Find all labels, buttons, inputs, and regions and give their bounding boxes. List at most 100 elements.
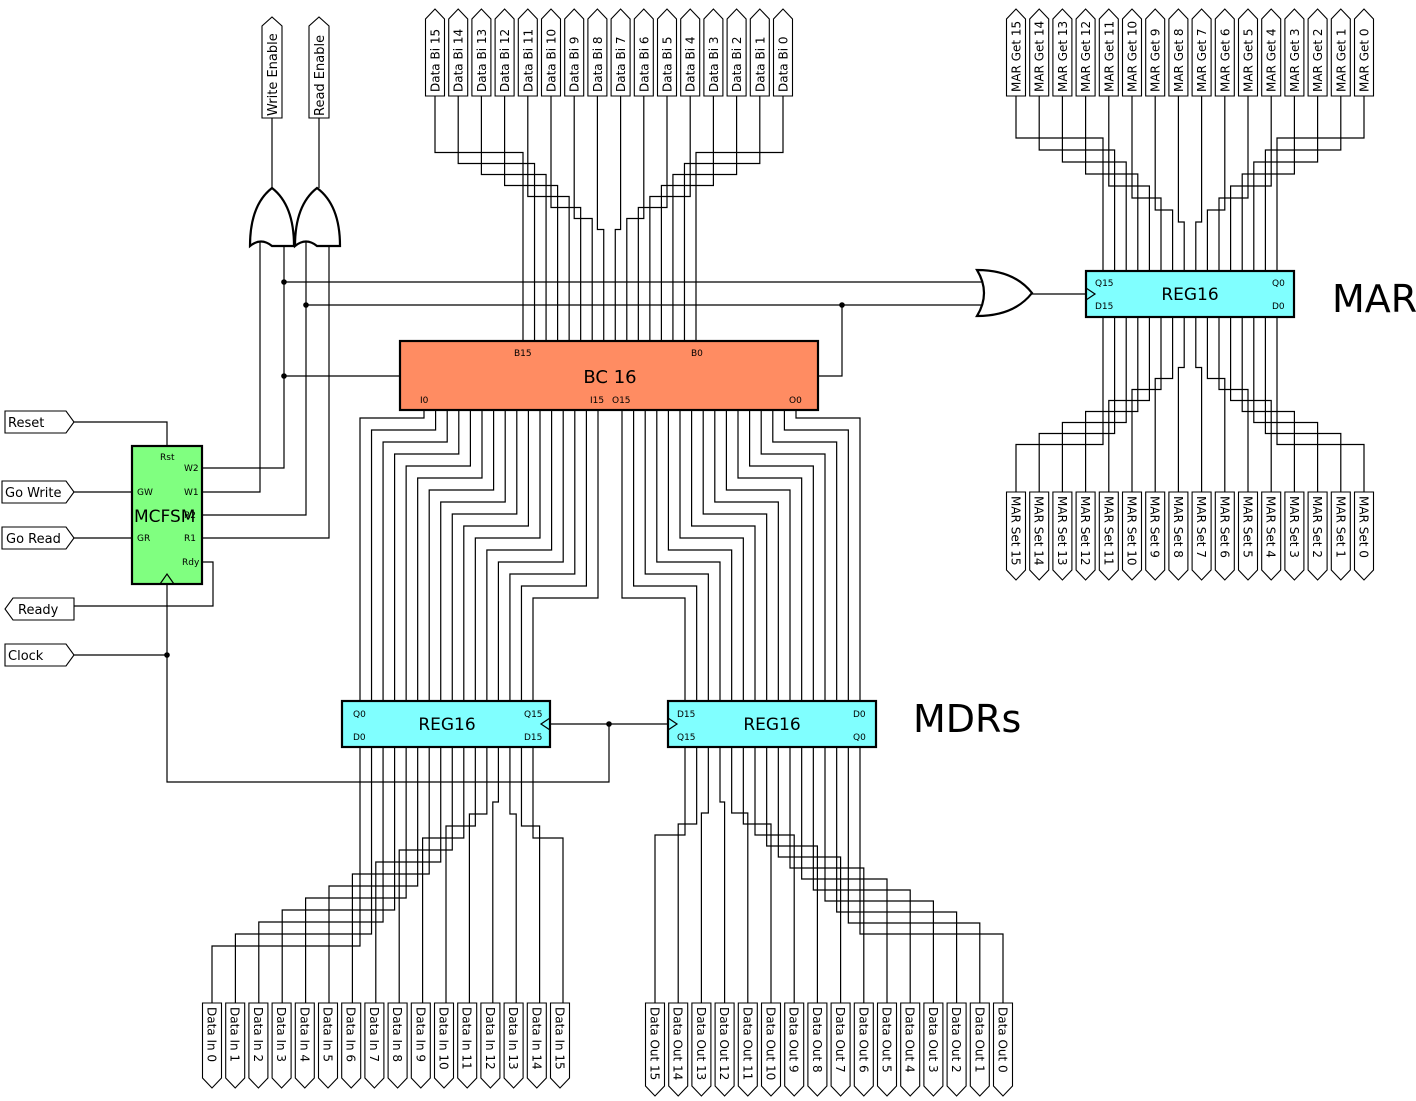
data-out-wire: [677, 747, 698, 1003]
bus-pin-outline: [503, 1002, 524, 1089]
bus-pin-outline: [760, 1002, 782, 1097]
or-gate-read-enable: [293, 186, 342, 249]
junction-dot: [281, 373, 287, 379]
bus-pin-label: MAR Get 4: [1265, 28, 1279, 92]
bus-pin-label: Data In 3: [274, 1007, 288, 1062]
port-ready: Ready: [4, 597, 75, 621]
bus-pin-outline: [201, 1002, 223, 1089]
bus-pin-label: Data Bi 12: [498, 29, 512, 92]
bus-pin-label: Data In 6: [344, 1007, 358, 1062]
clock-bus-wire: [166, 584, 610, 783]
bus-pin-outline: [225, 1002, 246, 1089]
bus-pin-label: MAR Set 2: [1310, 496, 1324, 558]
junction-dot: [164, 652, 170, 658]
data-bi-wire: [527, 96, 570, 341]
bus-pin-label: Data In 11: [460, 1007, 474, 1070]
data-out-wire: [719, 747, 726, 1003]
mdr-in-register: REG16 Q0 Q15 D0 D15: [340, 699, 552, 749]
bus-pin-label: MAR Get 13: [1056, 21, 1070, 92]
bus-pin-outline: [1098, 491, 1119, 581]
bus-pin-label: MAR Get 10: [1126, 21, 1140, 92]
bus-pin-label: MAR Set 15: [1009, 496, 1023, 566]
data-out-wire: [836, 747, 958, 1003]
bus-pin-label: Data Out 11: [740, 1007, 754, 1080]
mar-set-wire: [1108, 317, 1151, 492]
bc-to-mdr-out-wire: [690, 410, 756, 701]
bus-pin-outline: [424, 8, 446, 97]
data-bi-wire: [660, 96, 715, 341]
bus-pin-outline: [1261, 8, 1282, 97]
bus-pin-label: MAR Get 5: [1242, 28, 1256, 92]
bc-to-mdr-in-wire: [370, 410, 437, 701]
bus-pin-label: MAR Get 3: [1288, 28, 1302, 92]
bus-pin-outline: [737, 1002, 758, 1097]
bus-pin-label: Data Bi 13: [475, 29, 489, 92]
bc-to-mdr-in-wire: [509, 410, 576, 701]
bc-to-mdr-out-wire: [667, 410, 733, 701]
bus-pin-outline: [644, 1002, 666, 1097]
mar-set-wire: [1229, 317, 1272, 492]
mar-set-wire: [1206, 317, 1226, 492]
data-bi-wire: [683, 96, 761, 341]
mar-get-wire: [1154, 96, 1174, 271]
mar-set-wire: [1276, 317, 1365, 492]
bus-pin-label: Data Bi 11: [521, 29, 535, 92]
data-out-wire: [812, 747, 911, 1003]
bus-pin-label: MAR Set 1: [1333, 496, 1347, 558]
mar-get-wire: [1264, 96, 1342, 271]
bus-pin-outline: [1075, 8, 1096, 97]
bc-to-mdr-out-wire: [725, 410, 791, 701]
data-in-wire: [422, 747, 465, 1003]
bus-pin-outline: [703, 8, 724, 97]
data-in-wire: [234, 747, 373, 1003]
data-out-wire: [654, 747, 686, 1003]
bus-pin-outline: [480, 1002, 501, 1089]
mar-register: REG16 Q15 Q0 D15 D0: [1084, 269, 1296, 319]
mar-get-wire: [1108, 96, 1151, 271]
data-out-wire: [824, 747, 935, 1003]
bus-pin-label: Data Out 2: [949, 1007, 963, 1073]
reset-wire: [74, 421, 168, 446]
bus-pin-label: MAR Set 5: [1241, 496, 1255, 558]
bus-pin-outline: [691, 1002, 712, 1097]
bc-to-mdr-in-wire: [428, 410, 495, 701]
bus-pin-outline: [248, 1002, 269, 1089]
bus-pin-outline: [494, 8, 515, 97]
data-out-wire: [731, 747, 749, 1003]
bus-pin-outline: [471, 8, 492, 97]
mar-set-wire: [1253, 317, 1319, 492]
bc16-pin-o0: O0: [789, 396, 802, 406]
bus-pin-outline: [1284, 491, 1305, 581]
data-in-wire: [520, 747, 541, 1003]
bus-pin-label: Data Bi 7: [614, 37, 628, 92]
bus-pin-outline: [1214, 491, 1235, 581]
bus-pin-outline: [1121, 491, 1143, 581]
bc16-pin-b0: B0: [691, 349, 703, 359]
bus-pin-label: Data In 7: [367, 1007, 381, 1062]
bus-pin-label: MAR Get 11: [1102, 21, 1116, 92]
bus-pin-label: MAR Set 13: [1055, 496, 1069, 566]
bus-pin-label: MAR Get 9: [1149, 28, 1163, 92]
bus-pin-label: Data In 1: [228, 1007, 242, 1062]
data-in-wire: [211, 747, 361, 1003]
mcfsm-pin-rst: Rst: [160, 453, 175, 463]
bus-pin-outline: [992, 1002, 1014, 1097]
bc-to-mdr-in-wire: [394, 410, 460, 701]
bus-pin-label: Data In 8: [390, 1007, 404, 1062]
mar-set-wire: [1264, 317, 1342, 492]
wiring: [74, 96, 1365, 1003]
data-out-wire: [777, 747, 842, 1003]
bus-pin-label: Data In 9: [413, 1007, 427, 1062]
mcfsm-pin-r2: R2: [184, 511, 196, 521]
data-bi-wire: [434, 96, 524, 341]
bus-pin-outline: [271, 1002, 292, 1089]
r1-wire: [202, 241, 330, 539]
bc-to-mdr-out-wire: [714, 410, 779, 701]
mcfsm-pin-r1: R1: [184, 534, 196, 544]
bus-pin-outline: [564, 8, 585, 97]
bc16-pin-i0: I0: [420, 396, 429, 406]
bc-to-mdr-out-wire: [748, 410, 814, 701]
mar-get-wire: [1229, 96, 1272, 271]
